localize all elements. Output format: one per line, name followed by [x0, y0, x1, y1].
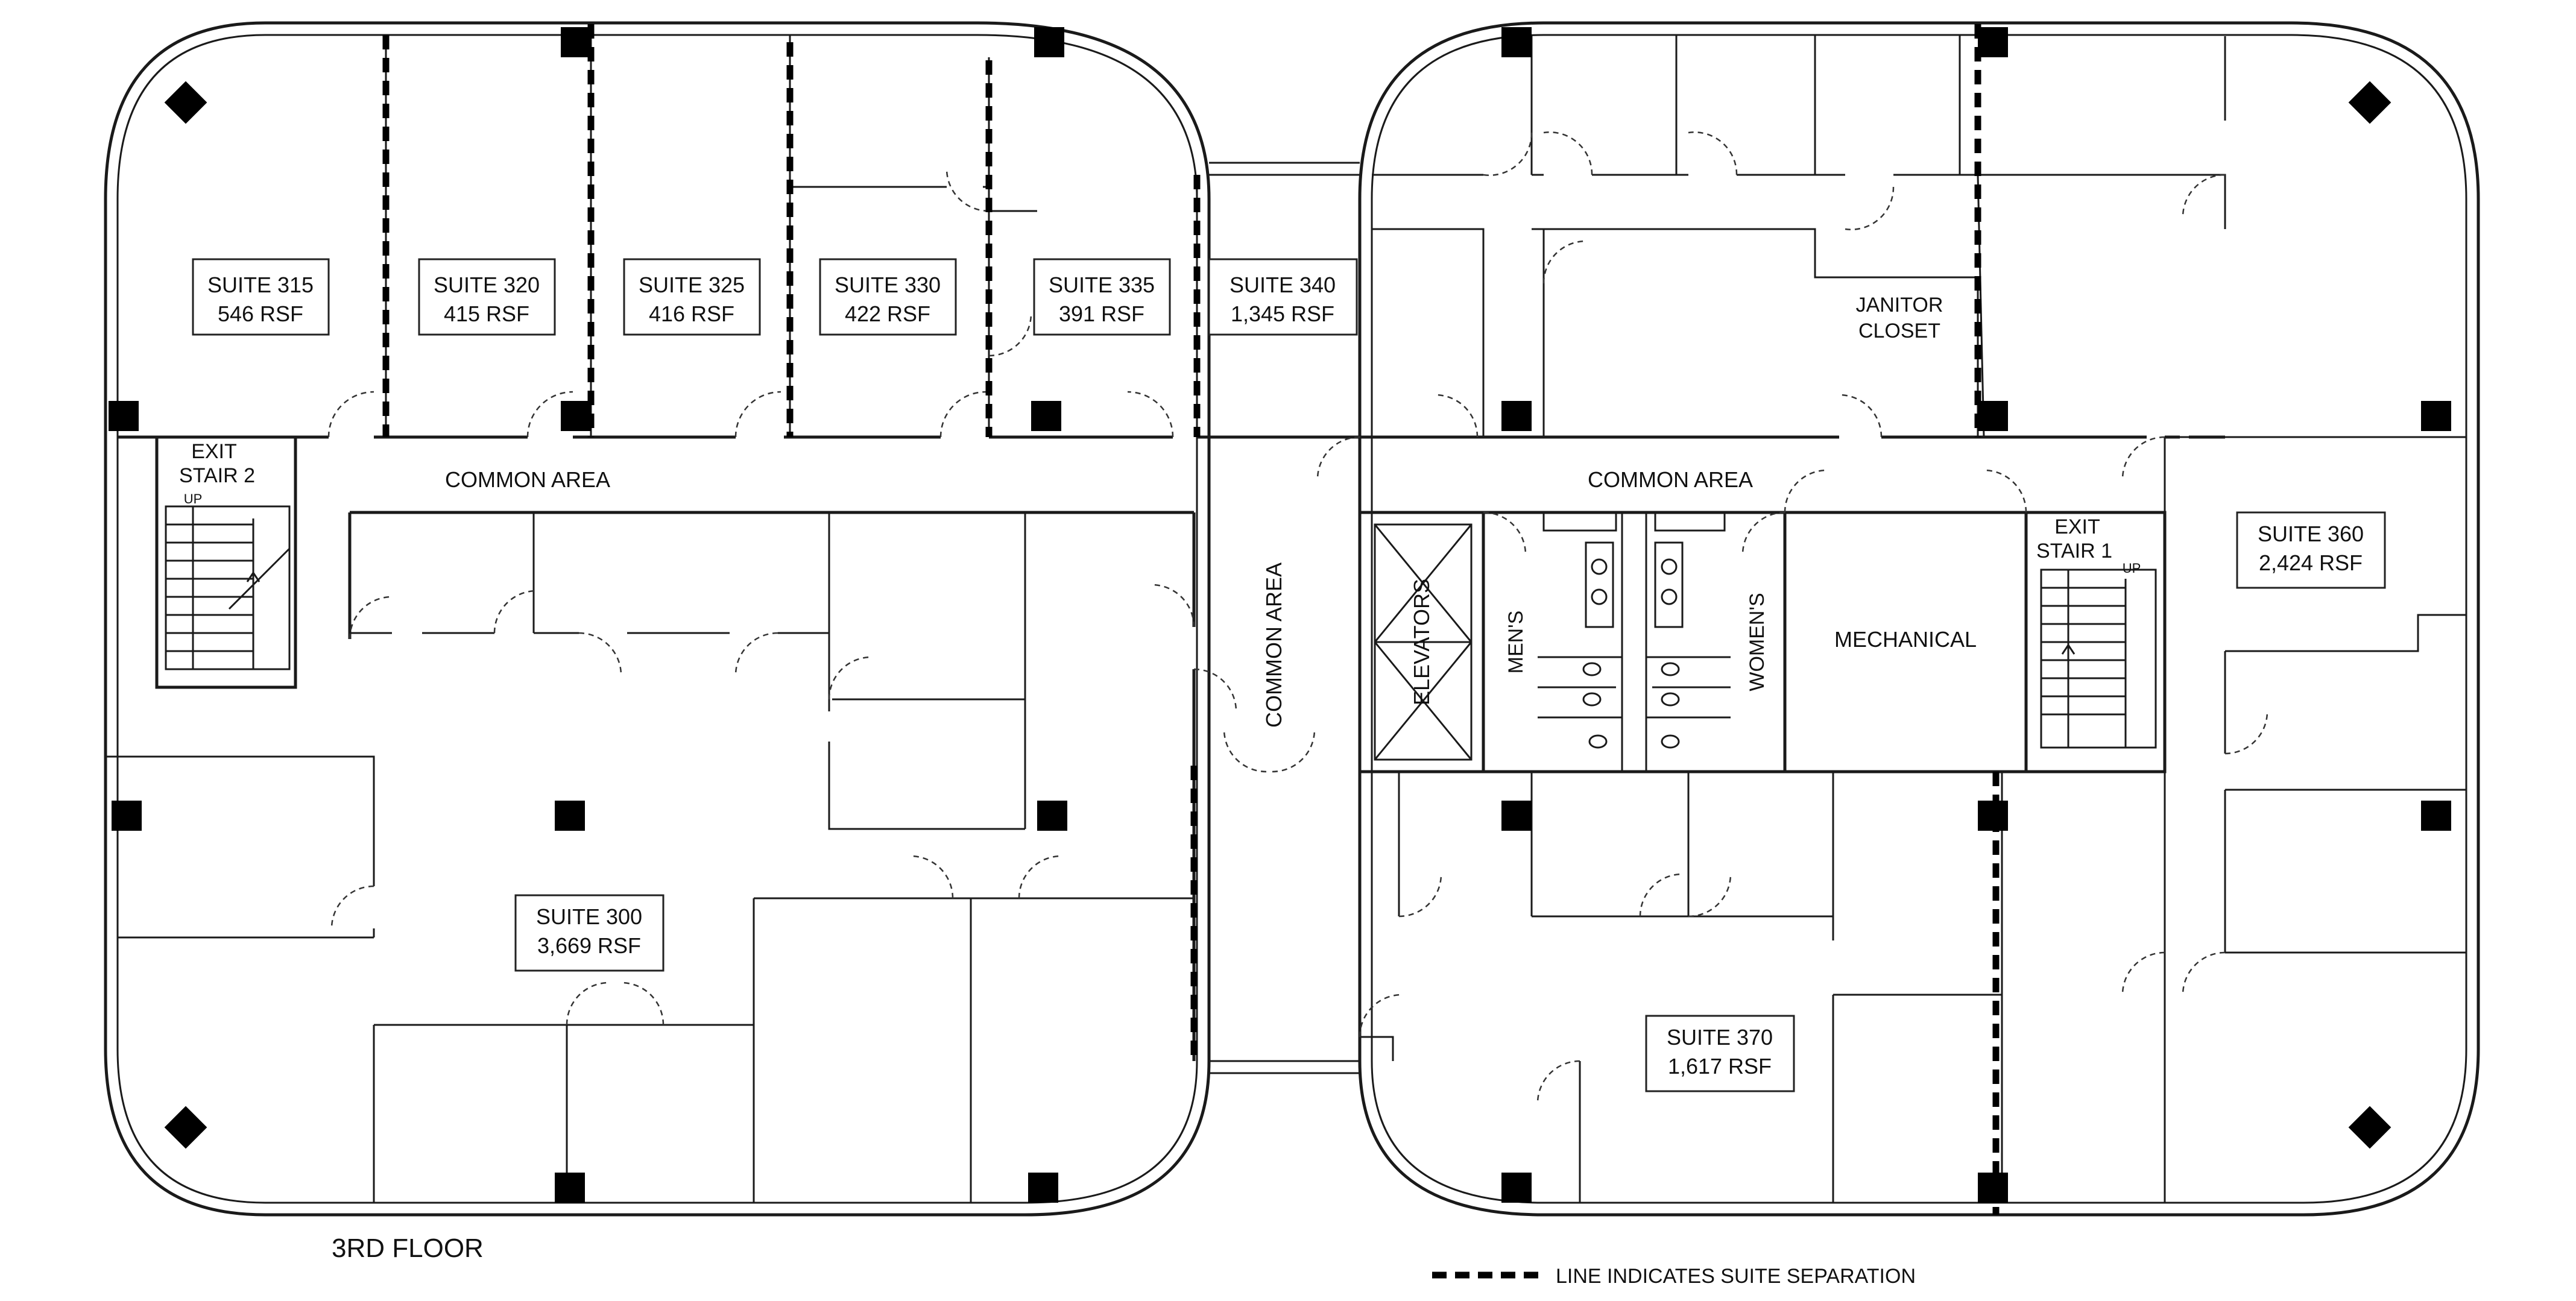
suite-name: SUITE 360 — [2258, 521, 2364, 546]
suite-label-340[interactable]: SUITE 340 1,345 RSF — [1208, 258, 1358, 336]
suite-name: SUITE 315 — [207, 272, 314, 297]
suite-label-335[interactable]: SUITE 335 391 RSF — [1033, 258, 1171, 336]
exit-stair-2 — [155, 435, 297, 689]
elevators-label: ELEVATORS — [1409, 579, 1434, 705]
womens-restroom-label: WOMEN'S — [1746, 593, 1769, 691]
stair-1-up-label: UP — [2123, 561, 2141, 576]
common-area-label-east: COMMON AREA — [1588, 467, 1753, 492]
suite-area: 1,617 RSF — [1668, 1054, 1772, 1079]
restroom-fixtures — [1538, 512, 1731, 749]
exit-stair-1-label-line1: EXIT — [2054, 515, 2100, 538]
legend-text: LINE INDICATES SUITE SEPARATION — [1556, 1265, 1916, 1288]
suite-label-370[interactable]: SUITE 370 1,617 RSF — [1645, 1015, 1795, 1092]
suite-area: 3,669 RSF — [537, 933, 641, 958]
corridor-walls — [118, 435, 2466, 1061]
suite-name: SUITE 335 — [1049, 272, 1155, 297]
exit-stair-1-detail — [2040, 569, 2157, 749]
suite-area: 416 RSF — [649, 301, 734, 326]
suite-area: 422 RSF — [845, 301, 930, 326]
suite-label-315[interactable]: SUITE 315 546 RSF — [192, 258, 330, 336]
door-swings — [327, 131, 2268, 1104]
suite-300-walls — [106, 512, 1194, 1203]
suite-name: SUITE 300 — [536, 904, 642, 929]
legend: LINE INDICATES SUITE SEPARATION — [1432, 1265, 1916, 1288]
mechanical-label: MECHANICAL — [1834, 627, 1977, 652]
suite-area: 546 RSF — [218, 301, 303, 326]
mens-restroom-label: MEN'S — [1504, 611, 1527, 674]
suite-area: 2,424 RSF — [2259, 550, 2363, 575]
suite-name: SUITE 340 — [1230, 272, 1336, 297]
suite-name: SUITE 370 — [1667, 1025, 1773, 1050]
suite-area: 391 RSF — [1059, 301, 1144, 326]
janitor-closet-label-line2: CLOSET — [1858, 320, 1940, 342]
building-outline — [104, 21, 2480, 1217]
suite-label-320[interactable]: SUITE 320 415 RSF — [418, 258, 556, 336]
suite-area: 415 RSF — [444, 301, 529, 326]
structural-columns — [109, 27, 2451, 1203]
exit-stair-1-label-line2: STAIR 1 — [2036, 540, 2112, 562]
suite-label-360[interactable]: SUITE 360 2,424 RSF — [2236, 511, 2386, 589]
suite-label-300[interactable]: SUITE 300 3,669 RSF — [514, 894, 665, 972]
suite-separation-lines — [382, 24, 2000, 1215]
suite-name: SUITE 320 — [434, 272, 540, 297]
suite-name: SUITE 325 — [639, 272, 745, 297]
suite-area: 1,345 RSF — [1231, 301, 1334, 326]
exit-stair-2-label-line1: EXIT — [191, 440, 237, 463]
exit-stair-2-label-line2: STAIR 2 — [179, 464, 255, 487]
floor-label: 3RD FLOOR — [332, 1233, 484, 1263]
suite-label-325[interactable]: SUITE 325 416 RSF — [623, 258, 761, 336]
suite-name: SUITE 330 — [835, 272, 941, 297]
janitor-closet-label-line1: JANITOR — [1856, 294, 1943, 317]
common-area-label-west: COMMON AREA — [445, 467, 610, 492]
suite-label-330[interactable]: SUITE 330 422 RSF — [819, 258, 957, 336]
common-area-label-vertical: COMMON AREA — [1261, 562, 1286, 728]
stair-2-up-label: UP — [184, 491, 203, 506]
